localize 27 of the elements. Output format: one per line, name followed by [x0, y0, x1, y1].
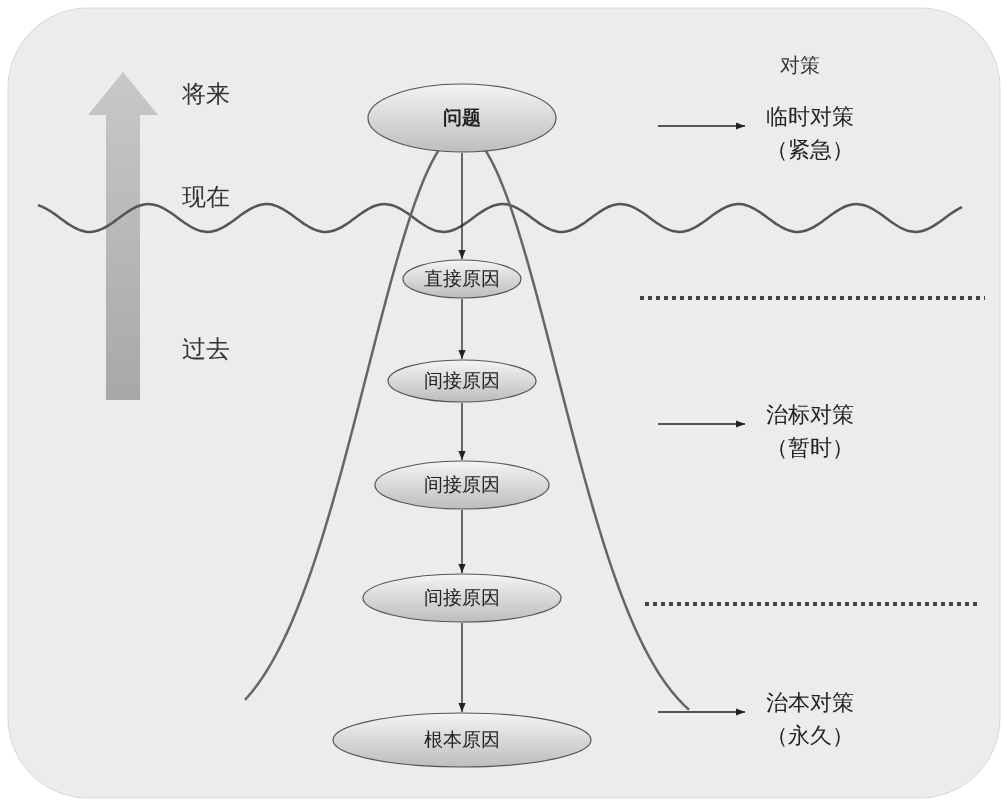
- arrow: [458, 298, 466, 360]
- problem-ellipse: [367, 83, 557, 153]
- arrow: [657, 122, 746, 130]
- node-text: 间接原因: [424, 585, 500, 610]
- arrow: [458, 402, 466, 461]
- time-label: 过去: [182, 334, 230, 365]
- arrow: [458, 509, 466, 574]
- node-text: 问题: [443, 105, 481, 130]
- countermeasure-text: 临时对策（紧急）: [764, 100, 856, 166]
- arrow: [458, 622, 466, 713]
- arrow: [657, 708, 746, 716]
- node-text: 间接原因: [424, 368, 500, 393]
- node-text: 根本原因: [424, 727, 500, 752]
- node-text: 直接原因: [424, 266, 500, 291]
- time-label: 现在: [182, 182, 230, 213]
- cause-ellipse: [362, 573, 562, 623]
- arrow: [458, 152, 466, 260]
- node-text: 间接原因: [424, 472, 500, 497]
- countermeasure-text: 治本对策（永久）: [764, 686, 856, 752]
- cause-ellipse: [332, 712, 592, 768]
- arrow: [657, 420, 746, 428]
- cause-ellipse: [374, 460, 550, 510]
- column-heading: 对策: [780, 52, 820, 79]
- time-label: 将来: [182, 79, 230, 110]
- cause-ellipse: [402, 259, 522, 299]
- cause-ellipse: [387, 359, 537, 403]
- countermeasure-text: 治标对策（暂时）: [764, 398, 856, 464]
